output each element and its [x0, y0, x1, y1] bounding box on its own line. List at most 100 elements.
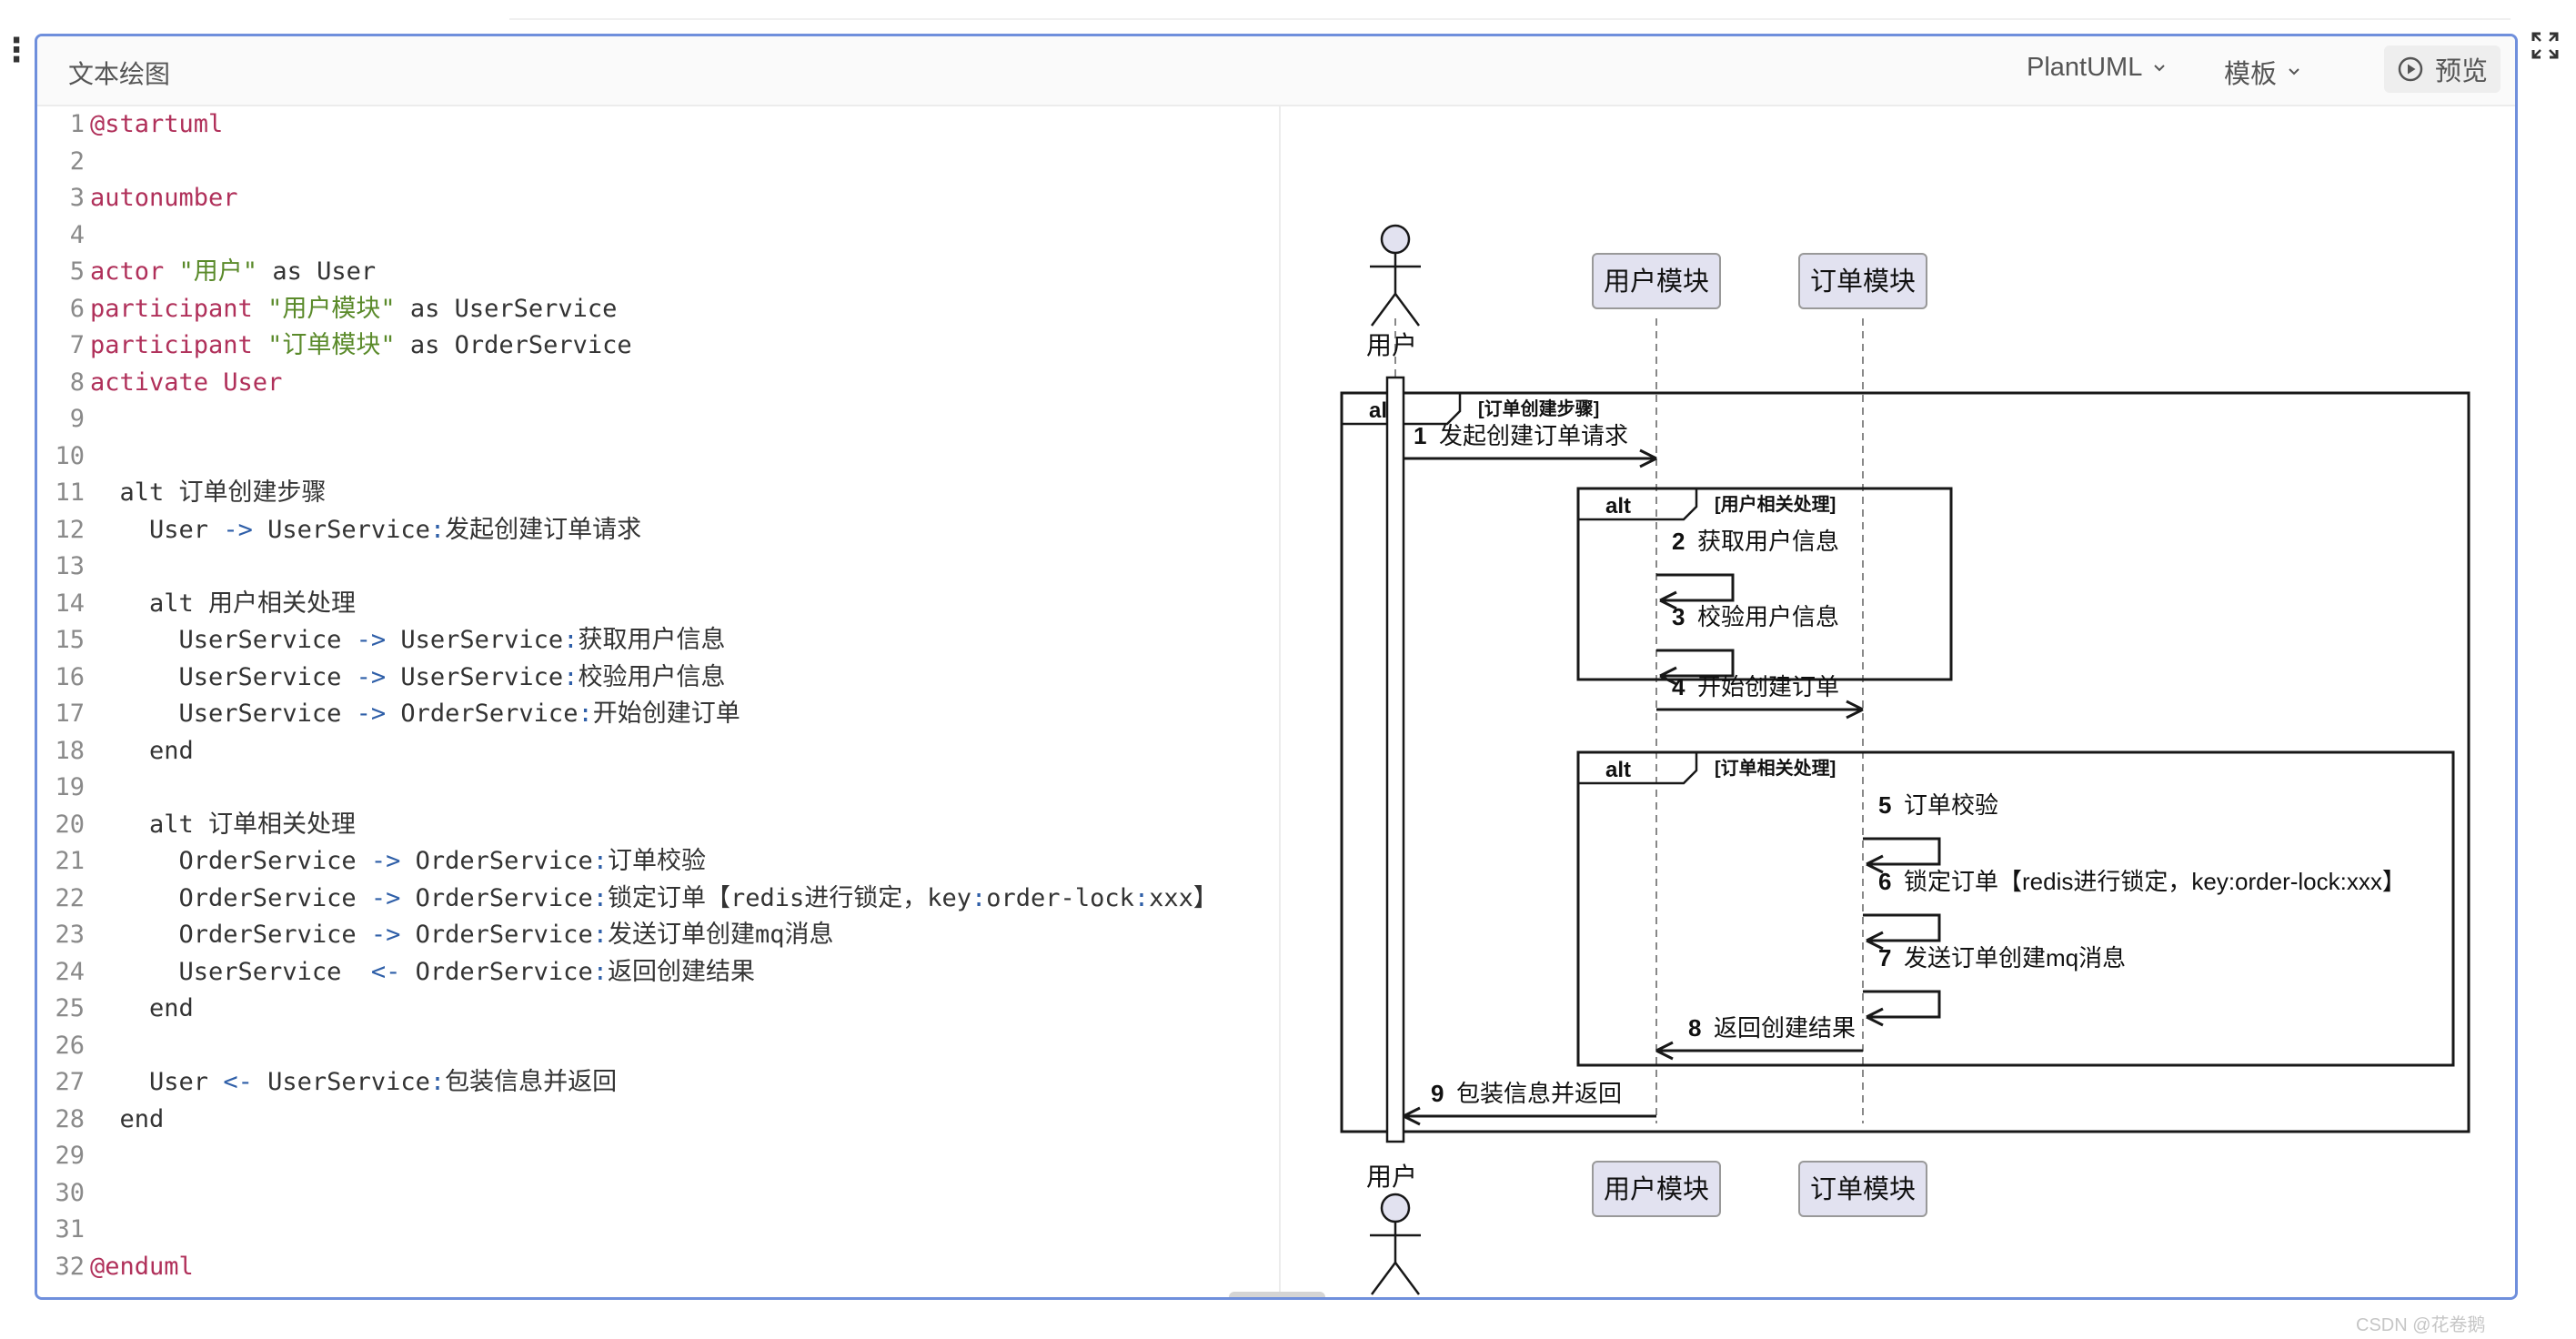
line-number: 19: [55, 773, 85, 801]
language-dropdown-label: PlantUML: [2027, 53, 2143, 82]
line-number: 15: [55, 626, 85, 654]
code-text: alt 用户相关处理: [90, 589, 357, 618]
template-dropdown[interactable]: 模板: [2224, 53, 2300, 91]
participant-order-module-box: [1798, 1161, 1927, 1217]
message-number: 9: [1431, 1080, 1444, 1107]
line-number: 17: [55, 700, 85, 728]
line-number: 30: [55, 1178, 85, 1207]
more-menu-icon[interactable]: ⋮: [0, 32, 33, 69]
message-number: 5: [1878, 791, 1891, 819]
code-text: participant "订单模块" as OrderService: [90, 331, 632, 359]
code-text: autonumber: [90, 184, 238, 212]
self-message-arrow: [1656, 649, 1735, 678]
template-dropdown-label: 模板: [2224, 60, 2278, 89]
fullscreen-icon[interactable]: [2531, 31, 2560, 60]
sequence-diagram: alt[订单创建步骤]alt[用户相关处理]alt[订单相关处理]用户用户用户模…: [1340, 224, 2470, 1295]
code-text: end: [90, 994, 194, 1022]
actor-label: 用户: [1366, 331, 1417, 359]
message-number: 6: [1878, 868, 1891, 895]
code-text: UserService -> OrderService:开始创建订单: [90, 700, 740, 728]
participant-user-module-label: 用户模块: [1604, 1174, 1709, 1204]
message-number: 4: [1672, 673, 1685, 700]
participant-user-module-box: [1592, 253, 1721, 309]
chevron-down-icon: [2289, 68, 2299, 76]
arrow-head: [1659, 666, 1677, 686]
line-number: 11: [55, 478, 85, 507]
self-message-arrow: [1863, 837, 1941, 866]
arrow-head: [1866, 1007, 1884, 1027]
line-number: 28: [55, 1104, 85, 1133]
arrow-head: [1866, 854, 1884, 874]
preview-button[interactable]: 预览: [2384, 45, 2501, 93]
line-number: 18: [55, 736, 85, 765]
alt-fragment-order: [1576, 750, 2455, 1067]
code-text: UserService -> UserService:校验用户信息: [90, 662, 726, 691]
message-label: 包装信息并返回: [1456, 1080, 1622, 1107]
alt-guard: [订单相关处理]: [1715, 757, 1836, 779]
code-text: OrderService -> OrderService:锁定订单【redis进…: [90, 883, 1218, 912]
message-label: 锁定订单【redis进行锁定，key:order-lock:xxx】: [1904, 868, 2406, 895]
message-number: 1: [1414, 422, 1426, 449]
code-text: participant "用户模块" as UserService: [90, 294, 618, 323]
code-text: OrderService -> OrderService:订单校验: [90, 847, 706, 875]
line-number: 22: [55, 883, 85, 912]
line-number: 1: [69, 110, 85, 138]
panel-header: 文本绘图 PlantUML 模板 预览: [37, 36, 2515, 106]
code-text: OrderService -> OrderService:发送订单创建mq消息: [90, 921, 834, 949]
chevron-down-icon: [2154, 64, 2166, 71]
diagram-preview: alt[订单创建步骤]alt[用户相关处理]alt[订单相关处理]用户用户用户模…: [1281, 106, 2515, 1297]
activation-bar: [1385, 376, 1405, 1143]
message-number: 8: [1688, 1014, 1701, 1042]
line-number: 12: [55, 515, 85, 544]
message-number: 2: [1672, 528, 1685, 555]
resize-handle[interactable]: [1229, 1292, 1325, 1297]
line-number: 29: [55, 1142, 85, 1170]
language-dropdown[interactable]: PlantUML: [2027, 53, 2166, 83]
alt-keyword: alt: [1605, 758, 1631, 782]
alt-guard: [订单创建步骤]: [1478, 398, 1599, 419]
alt-keyword: alt: [1605, 494, 1631, 518]
arrow-head: [1846, 700, 1864, 720]
play-circle-icon: [2398, 56, 2423, 82]
alt-tab-user: [1578, 488, 1698, 521]
arrow-head: [1866, 931, 1884, 951]
self-message-arrow: [1656, 573, 1735, 602]
code-text: actor "用户" as User: [90, 257, 377, 286]
actor-leg: [1370, 293, 1397, 327]
line-number: 7: [69, 331, 85, 359]
arrow-head: [1403, 1106, 1421, 1126]
code-text: @startuml: [90, 110, 224, 138]
participant-user-module-label: 用户模块: [1604, 267, 1709, 297]
line-number: 25: [55, 994, 85, 1022]
line-number: 9: [69, 405, 85, 433]
line-number: 23: [55, 921, 85, 949]
line-number: 32: [55, 1252, 85, 1281]
preview-button-label: 预览: [2434, 57, 2488, 86]
panel-title: 文本绘图: [68, 60, 171, 88]
code-text: User <- UserService:包装信息并返回: [90, 1068, 618, 1096]
line-number: 3: [69, 184, 85, 212]
arrow-head: [1659, 590, 1677, 610]
line-number: 8: [69, 367, 85, 397]
participant-order-module-box: [1798, 253, 1927, 309]
code-text: alt 订单创建步骤: [90, 478, 327, 507]
line-number: 27: [55, 1068, 85, 1096]
line-number: 20: [55, 810, 85, 839]
line-number: 4: [69, 220, 85, 249]
line-number: 14: [55, 589, 85, 618]
code-text: UserService <- OrderService:返回创建结果: [90, 957, 755, 986]
line-number: 2: [69, 146, 85, 176]
actor-leg: [1394, 1262, 1421, 1295]
top-divider: [509, 18, 2511, 20]
message-label: 校验用户信息: [1697, 603, 1839, 630]
code-text: @enduml: [90, 1252, 194, 1281]
actor-leg: [1370, 1262, 1397, 1295]
message-label: 开始创建订单: [1697, 673, 1839, 700]
actor-head: [1380, 224, 1411, 255]
arrow-head: [1639, 448, 1657, 468]
alt-fragment-user: [1576, 487, 1953, 681]
watermark: CSDN @花卷鹅: [2356, 1315, 2486, 1335]
line-number: 6: [69, 294, 85, 323]
